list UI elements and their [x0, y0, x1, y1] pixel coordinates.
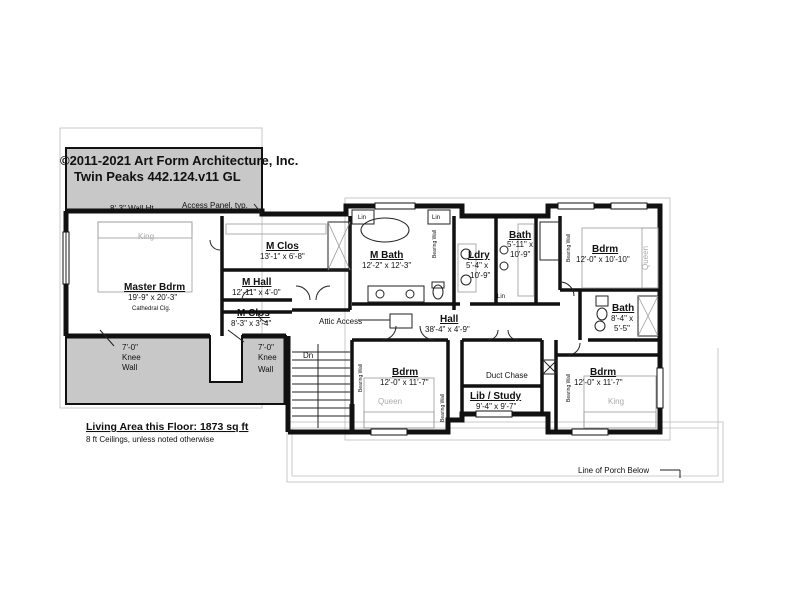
master-bdrm-note: Cathedral Clg.: [132, 306, 171, 312]
bath-1-name: Bath: [509, 230, 531, 241]
master-bdrm-name: Master Bdrm: [124, 282, 185, 293]
plan-name: Twin Peaks 442.124.v11 GL: [74, 169, 241, 184]
bdrm-sw-dim: 12'-0" x 11'-7": [380, 378, 429, 387]
bdrm-se-name: Bdrm: [590, 367, 616, 378]
m-clos-1-name: M Clos: [266, 241, 299, 252]
linen-3: Lin: [497, 294, 505, 300]
stairs-down: Dn: [303, 351, 313, 360]
hall-name: Hall: [440, 314, 459, 325]
wall-height-note: 8'-3" Wall Ht.: [110, 204, 156, 213]
bed-queen-ne: Queen: [641, 246, 650, 270]
linen-2: Lin: [432, 215, 440, 221]
bdrm-se-dim: 12'-0" x 11'-7": [574, 378, 623, 387]
bath-2-dim-1: 8'-4" x: [611, 314, 633, 323]
knee-wall-1-knee: Knee: [122, 353, 141, 362]
lib-study-dim: 9'-4" x 9'-7": [476, 402, 516, 411]
living-area-note: Living Area this Floor: 1873 sq ft: [86, 421, 249, 433]
bed-king-master: King: [138, 232, 154, 241]
ldry-dim-1: 5'-4" x: [466, 261, 488, 270]
ldry-name: Ldry: [468, 250, 490, 261]
m-hall-dim: 12'-11" x 4'-0": [232, 288, 281, 297]
knee-wall-1-wall: Wall: [122, 363, 137, 372]
ldry-dim-2: 10'-9": [470, 271, 491, 280]
ceilings-note: 8 ft Ceilings, unless noted otherwise: [86, 435, 215, 444]
knee-wall-1-height: 7'-0": [122, 343, 138, 352]
bath-2-dim-2: 5'-5": [614, 324, 630, 333]
bearing-wall-sw-2: Bearing Wall: [440, 394, 446, 422]
bath-1-dim-1: 5'-11" x: [507, 240, 533, 249]
bdrm-ne-dim: 12'-0" x 10'-10": [576, 255, 630, 264]
linen-1: Lin: [358, 215, 366, 221]
m-clos-1-dim: 13'-1" x 6'-8": [260, 252, 305, 261]
access-panel-note: Access Panel, typ.: [182, 201, 248, 210]
lib-study-name: Lib / Study: [470, 391, 522, 402]
bath-2-name: Bath: [612, 303, 634, 314]
fixtures: [97, 203, 681, 478]
bed-king-se: King: [608, 397, 624, 406]
knee-wall-2-knee: Knee: [258, 353, 277, 362]
knee-wall-2-wall: Wall: [258, 365, 273, 374]
bearing-wall-se: Bearing Wall: [566, 374, 572, 402]
bdrm-ne-name: Bdrm: [592, 244, 618, 255]
m-clos-2-name: M Clos: [237, 308, 270, 319]
m-bath-dim: 12'-2" x 12'-3": [362, 261, 411, 270]
m-hall-name: M Hall: [242, 277, 272, 288]
knee-wall-2-height: 7'-0": [258, 343, 274, 352]
bearing-wall-sw: Bearing Wall: [358, 364, 364, 392]
bearing-wall-ne: Bearing Wall: [566, 234, 572, 262]
m-clos-2-dim: 8'-3" x 3'-4": [231, 319, 271, 328]
m-bath-name: M Bath: [370, 250, 403, 261]
interior-walls: [220, 216, 660, 432]
copyright: ©2011-2021 Art Form Architecture, Inc.: [60, 153, 298, 168]
master-bdrm-dim: 19'-9" x 20'-3": [128, 293, 177, 302]
hall-dim: 38'-4" x 4'-9": [425, 325, 470, 334]
bearing-wall-mbath: Bearing Wall: [432, 230, 438, 258]
windows: [62, 202, 664, 436]
porch-line-note: Line of Porch Below: [578, 466, 649, 475]
bed-queen-sw: Queen: [378, 397, 402, 406]
bdrm-sw-name: Bdrm: [392, 367, 418, 378]
attic-top: [65, 147, 263, 212]
attic-access-note: Attic Access: [319, 317, 362, 326]
attic-bottom: [65, 335, 287, 405]
bath-1-dim-2: 10'-9": [510, 250, 531, 259]
duct-chase-note: Duct Chase: [486, 371, 528, 380]
roof-outline: [59, 127, 724, 483]
